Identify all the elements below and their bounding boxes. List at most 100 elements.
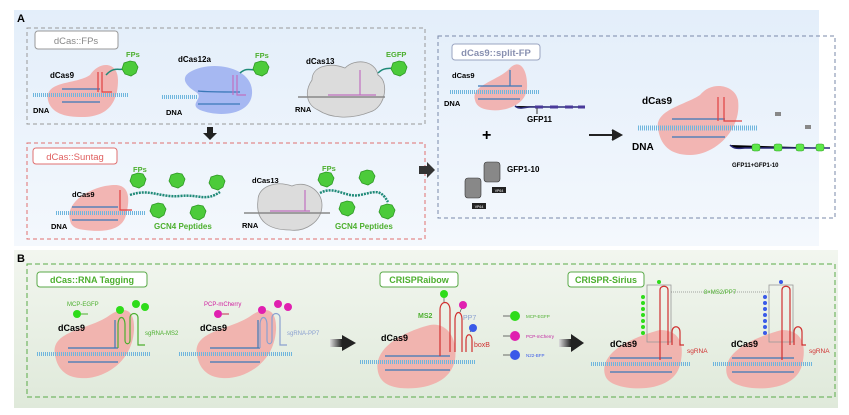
sgrna-hairpin xyxy=(659,285,684,360)
label-dcas9: dCas9 xyxy=(642,96,672,107)
label-boxb: boxB xyxy=(474,342,490,349)
pcp-mcherry-icon xyxy=(214,310,222,318)
right-arrow xyxy=(559,334,584,352)
legend-bfp-icon xyxy=(510,350,520,360)
label-ms2: MS2 xyxy=(418,313,433,320)
label-dna: DNA xyxy=(444,99,461,108)
dcas9-protein xyxy=(604,330,682,389)
label-dcas9: dCas9 xyxy=(381,333,408,343)
label-dcas9: dCas9 xyxy=(50,71,75,80)
sgrna-ms2-hairpin xyxy=(117,312,145,348)
label-pp7: PP7 xyxy=(463,315,476,322)
free-gfp1-10 xyxy=(775,112,781,116)
plus-sign: + xyxy=(482,127,491,144)
right-arrow xyxy=(330,335,356,351)
label-fps: FPs xyxy=(255,51,269,60)
label-fps: FPs xyxy=(322,164,336,173)
dcas9-protein xyxy=(47,64,118,118)
label-sgrna-ms2: sgRNA-MS2 xyxy=(145,331,179,337)
crisprainbow-section: CRISPRaibow MS2 dCas9 PP7 boxB MCP-EGFP … xyxy=(360,271,555,389)
egfp-dot xyxy=(116,306,124,314)
mcherry-dot xyxy=(284,303,292,311)
label-rna: RNA xyxy=(295,105,312,114)
dcas12a-protein xyxy=(184,66,253,114)
crispr-sirius-section: CRISPR-Sirius 8×MS2/PP7 dCas9 sgRNA dCas… xyxy=(567,271,830,389)
egfp-dots xyxy=(641,280,661,335)
label-dna: DNA xyxy=(51,222,68,231)
sgrna-hairpins xyxy=(439,301,473,356)
label-dcas12a: dCas12a xyxy=(178,55,211,64)
gfp-complementation xyxy=(751,143,825,152)
gfp1-10-barrel: VP64 VP64 xyxy=(464,161,506,209)
legend-egfp-icon xyxy=(510,311,520,321)
label-fps: FPs xyxy=(133,165,147,174)
dcas-suntag-title: dCas::Suntag xyxy=(46,152,104,163)
label-dcas9: dCas9 xyxy=(200,323,227,333)
label-dcas13: dCas13 xyxy=(252,176,279,185)
label-sgrna-pp7: sgRNA-PP7 xyxy=(287,331,320,337)
legend-mcherry-icon xyxy=(510,331,520,341)
dcas9-split-fp-box: dCas9::split-FP dCas9 DNA GFP11 + VP64 V… xyxy=(437,35,836,219)
panel-b-letter: B xyxy=(17,253,25,265)
label-fps: FPs xyxy=(126,50,140,59)
legend-n22-bfp: N22-BFP xyxy=(526,353,545,358)
label-gfp11: GFP11 xyxy=(527,115,552,124)
free-gfp1-10 xyxy=(805,125,811,129)
label-gcn4-peptides: GCN4 Peptides xyxy=(154,222,212,231)
egfp-dot xyxy=(440,290,448,298)
rna-tagging-title: dCas::RNA Tagging xyxy=(50,275,134,285)
crisprainbow-title: CRISPRaibow xyxy=(389,275,450,285)
label-sgrna: sgRNA xyxy=(687,348,708,355)
panel-a-letter: A xyxy=(17,13,25,25)
label-dna: DNA xyxy=(33,106,50,115)
label-dna: DNA xyxy=(166,108,183,117)
label-gcn4-peptides: GCN4 Peptides xyxy=(335,222,393,231)
label-dcas9: dCas9 xyxy=(610,339,637,349)
label-mcp-egfp: MCP-EGFP xyxy=(67,302,99,308)
repeat-box xyxy=(646,284,672,343)
mcherry-dot xyxy=(274,300,282,308)
label-gfp11-gfp1-10: GFP11+GFP1-10 xyxy=(732,163,779,169)
right-arrow xyxy=(419,162,435,178)
label-sgrna: sgRNA xyxy=(809,348,830,355)
label-vp64: VP64 xyxy=(475,205,484,209)
dcas-suntag-box: dCas::Suntag FPs dCas9 DNA GCN4 Peptides… xyxy=(26,142,426,240)
label-dcas9: dCas9 xyxy=(58,323,85,333)
sgrna-hairpin xyxy=(781,285,806,360)
legend: MCP-EGFP PCP-mCherry N22-BFP xyxy=(503,311,555,360)
panel-b-border xyxy=(26,263,836,398)
dcas9-protein xyxy=(726,330,804,389)
label-pcp-mcherry: PCP-mCherry xyxy=(204,302,241,308)
egfp-dot xyxy=(141,303,149,311)
gcn4-peptide-chain xyxy=(319,189,390,203)
label-dcas9: dCas9 xyxy=(452,71,475,80)
dcas13-protein xyxy=(257,183,323,231)
repeat-box xyxy=(768,284,794,343)
label-dna: DNA xyxy=(632,142,654,153)
legend-mcp-egfp: MCP-EGFP xyxy=(526,314,550,319)
dcas-fps-box: dCas::FPs dCas9 DNA FPs dCas12a DNA FPs … xyxy=(26,27,426,125)
mcp-egfp-icon xyxy=(73,310,81,318)
label-8x-ms2-pp7: 8×MS2/PP7 xyxy=(704,290,737,296)
egfp-dot xyxy=(132,300,140,308)
gcn4-peptide-chain xyxy=(129,190,221,199)
mcherry-dot xyxy=(258,306,266,314)
bfp-dots xyxy=(763,280,783,335)
dcas-fps-title: dCas::FPs xyxy=(54,36,99,47)
dcas9-protein xyxy=(54,310,135,379)
mcherry-dot xyxy=(459,301,467,309)
legend-pcp-mcherry: PCP-mCherry xyxy=(526,334,555,339)
label-dcas9: dCas9 xyxy=(72,190,95,199)
label-dcas9: dCas9 xyxy=(731,339,758,349)
right-arrow xyxy=(589,129,624,141)
down-arrow xyxy=(203,127,217,140)
label-egfp: EGFP xyxy=(386,50,406,59)
label-vp64: VP64 xyxy=(495,189,504,193)
dcas9-protein xyxy=(196,310,277,379)
sgrna-pp7-hairpin xyxy=(259,312,287,348)
rna-tagging-section: dCas::RNA Tagging MCP-EGFP dCas9 sgRNA-M… xyxy=(36,271,320,379)
label-gfp1-10: GFP1-10 xyxy=(507,165,540,174)
dcas13-protein xyxy=(306,61,386,118)
label-rna: RNA xyxy=(242,221,259,230)
